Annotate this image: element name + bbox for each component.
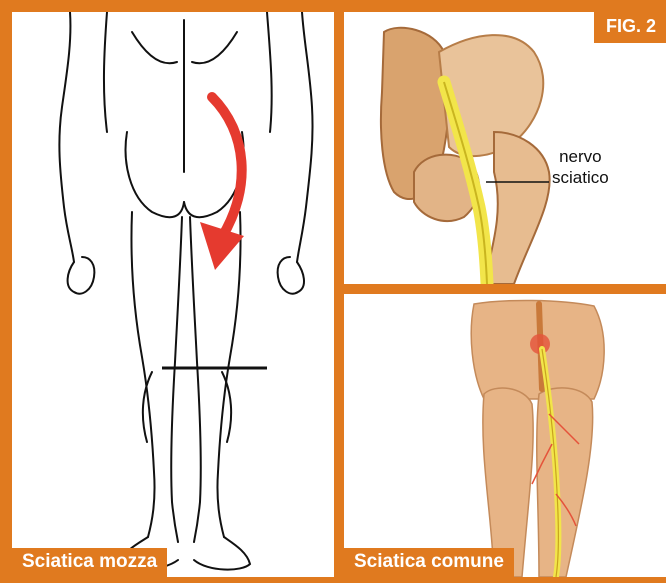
figure-number-badge: FIG. 2 bbox=[594, 12, 666, 43]
panel-pelvis-nerve bbox=[344, 12, 666, 284]
panel-sciatica-mozza bbox=[12, 12, 334, 577]
pain-path-arrow bbox=[212, 97, 242, 237]
nerve-annotation-line1: nervo bbox=[552, 146, 609, 167]
nerve-annotation-line2: sciatico bbox=[552, 167, 609, 188]
caption-sciatica-mozza: Sciatica mozza bbox=[12, 548, 167, 577]
arrowhead-icon bbox=[200, 222, 244, 270]
caption-sciatica-comune: Sciatica comune bbox=[344, 548, 514, 577]
body-outline-illustration bbox=[12, 12, 334, 577]
nerve-annotation: nervo sciatico bbox=[552, 146, 609, 188]
legs-nerve-illustration bbox=[344, 294, 666, 577]
panel-sciatica-comune bbox=[344, 294, 666, 577]
pelvis-illustration bbox=[344, 12, 666, 284]
